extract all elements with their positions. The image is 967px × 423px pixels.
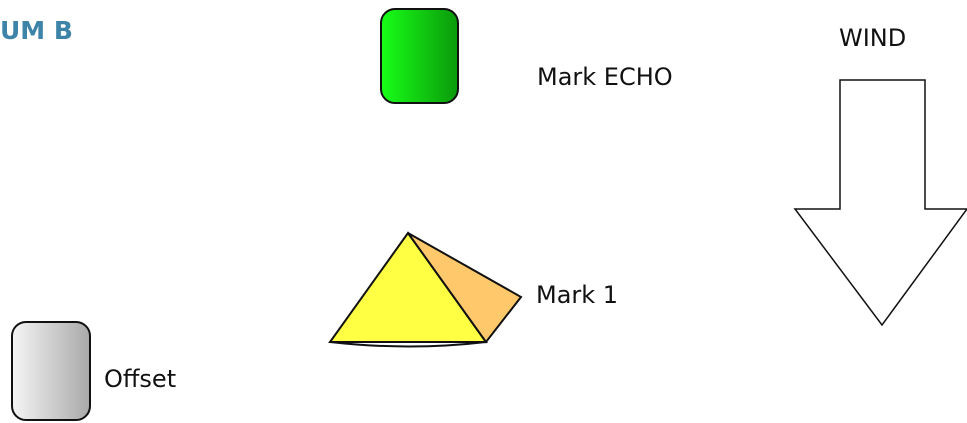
mark-1-label: Mark 1 [536, 281, 619, 309]
mark-echo-icon [380, 8, 459, 104]
diagram-title: UM B [0, 16, 73, 45]
mark-1-side-face [407, 232, 523, 344]
wind-arrow-icon [793, 79, 967, 327]
mark-1-icon [328, 231, 523, 348]
mark-1-base-curve [329, 341, 487, 348]
mark-echo-label: Mark ECHO [537, 63, 673, 91]
offset-label: Offset [104, 365, 177, 393]
wind-label: WIND [839, 24, 907, 52]
offset-mark-icon [11, 321, 91, 421]
